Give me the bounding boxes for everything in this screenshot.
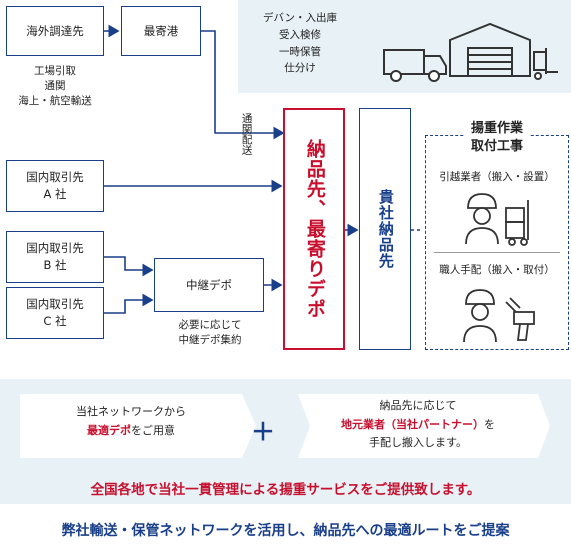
overseas-supplier-box: 海外調達先 <box>6 6 104 56</box>
customs-delivery-label: 通関配送 <box>240 113 253 155</box>
warehouse-panel <box>238 0 571 93</box>
summary-chevrons <box>20 394 550 458</box>
domestic-supplier-c-box: 国内取引先 C 社 <box>6 287 104 339</box>
overseas-supplier-label: 海外調達先 <box>26 23 84 38</box>
warehouse-line: 受入検修 <box>279 28 321 41</box>
warehouse-line: 一時保管 <box>279 45 321 58</box>
service-title: 揚重作業 取付工事 <box>425 120 569 156</box>
domestic-c-line2: C 社 <box>43 314 67 328</box>
domestic-b-line2: B 社 <box>43 258 67 272</box>
relay-depot-label: 中継デポ <box>186 277 232 292</box>
footer-tagline: 弊社輸送・保管ネットワークを活用し、納品先への最適ルートをご提案 <box>61 523 510 539</box>
warehouse-line: 仕分け <box>284 62 316 75</box>
summary-right-rest: を <box>484 417 495 431</box>
craftsman-worker-icon <box>463 289 535 343</box>
service-item-movers: 引越業者（搬入・設置） <box>439 171 555 183</box>
domestic-supplier-b-box: 国内取引先 B 社 <box>6 231 104 283</box>
flow-connectors <box>102 24 423 314</box>
delivery-depot-box: 納品先、最寄りデポ <box>283 108 345 350</box>
domestic-a-line1: 国内取引先 <box>26 170 84 185</box>
delivery-depot-label: 納品先、最寄りデポ <box>303 139 326 319</box>
summary-headline: 全国各地で当社一貫管理による揚重サービスをご提供致します。 <box>90 482 481 498</box>
mover-worker-icon <box>465 193 529 246</box>
client-delivery-label: 貴社納品先 <box>376 189 395 269</box>
service-title-line: 取付工事 <box>470 138 523 154</box>
client-delivery-box: 貴社納品先 <box>359 108 411 350</box>
overseas-note: 工場引取 通関 海上・航空輸送 <box>6 64 104 110</box>
plus-icon: ＋ <box>251 418 275 446</box>
nearest-port-box: 最寄港 <box>121 6 201 56</box>
warehouse-process-list: デバン・入出庫 受入検修 一時保管 仕分け <box>252 10 348 77</box>
service-item-craftsmen: 職人手配（搬入・取付） <box>439 264 555 276</box>
service-divider <box>434 252 560 253</box>
summary-left: 当社ネットワークから 最適デポをご用意 <box>24 402 238 441</box>
summary-right-line1: 納品先に応じて <box>379 399 457 412</box>
overseas-note-line: 通関 <box>44 80 66 93</box>
service-title-line: 揚重作業 <box>470 121 523 136</box>
summary-right-line3: 手配し搬入します。 <box>369 436 467 450</box>
summary-right-highlight: 地元業者（当社パートナー） <box>341 417 484 431</box>
summary-left-highlight: 最適デポ <box>87 424 131 438</box>
overseas-note-line: 海上・航空輸送 <box>18 95 92 108</box>
relay-note-line: 必要に応じて <box>178 319 242 331</box>
relay-depot-box: 中継デポ <box>154 258 264 312</box>
domestic-a-line2: A 社 <box>43 187 67 201</box>
domestic-c-line1: 国内取引先 <box>26 297 84 312</box>
nearest-port-label: 最寄港 <box>143 23 179 38</box>
warehouse-truck-icon <box>383 22 558 82</box>
domestic-b-line1: 国内取引先 <box>26 241 84 256</box>
domestic-supplier-a-box: 国内取引先 A 社 <box>6 160 104 212</box>
relay-note: 必要に応じて 中継デポ集約 <box>150 318 270 348</box>
summary-left-line1: 当社ネットワークから <box>76 405 186 418</box>
summary-left-rest: をご用意 <box>131 424 175 438</box>
relay-note-line: 中継デポ集約 <box>178 334 242 347</box>
overseas-note-line: 工場引取 <box>34 65 76 77</box>
summary-right: 納品先に応じて 地元業者（当社パートナー）を 手配し搬入します。 <box>300 397 536 453</box>
warehouse-line: デバン・入出庫 <box>262 12 338 24</box>
